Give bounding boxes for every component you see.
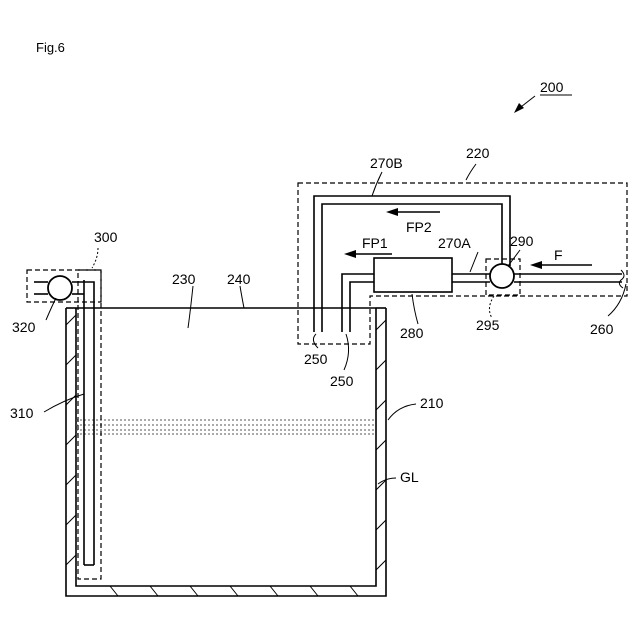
hatch-bottom-wall [110, 586, 358, 596]
leader-270b [372, 172, 382, 196]
label-320: 320 [12, 319, 36, 335]
arrow-fp1 [344, 250, 392, 258]
label-250-a: 250 [304, 351, 328, 367]
label-fp1: FP1 [362, 235, 388, 251]
label-200: 200 [540, 79, 564, 95]
label-295: 295 [476, 317, 500, 333]
label-220: 220 [466, 145, 490, 161]
label-270b: 270B [370, 155, 403, 171]
valve-320 [48, 276, 72, 300]
filter-280 [374, 258, 452, 292]
hatch-left-wall [66, 315, 76, 565]
leader-260 [608, 284, 626, 316]
pipe-260 [514, 270, 624, 288]
pipe-270a-inner-left [350, 282, 374, 332]
arrow-fp2 [386, 208, 440, 216]
tank-inner-wall [76, 308, 376, 586]
tank-210 [66, 308, 386, 596]
leader-250-a [313, 334, 318, 348]
label-gl: GL [400, 469, 419, 485]
label-260: 260 [590, 321, 614, 337]
leader-270a [470, 252, 478, 272]
label-210: 210 [420, 395, 444, 411]
label-310: 310 [10, 405, 34, 421]
hatch-right-wall [376, 320, 386, 570]
label-230: 230 [172, 271, 196, 287]
label-270a: 270A [438, 235, 471, 251]
box-220 [298, 183, 627, 344]
leader-230 [188, 286, 193, 328]
leader-gl [378, 478, 396, 484]
label-280: 280 [400, 325, 424, 341]
leader-250-b [344, 334, 349, 370]
figure-title: Fig.6 [36, 40, 65, 55]
pipe-260-break [619, 270, 624, 288]
leader-295 [489, 296, 494, 318]
label-300: 300 [94, 229, 118, 245]
leader-240 [240, 286, 244, 308]
label-fp2: FP2 [406, 219, 432, 235]
label-240: 240 [227, 271, 251, 287]
valve-290 [490, 264, 514, 288]
label-200-arrowhead [514, 103, 524, 113]
leader-300 [92, 248, 98, 268]
leader-320 [46, 298, 56, 320]
tank-outer-wall [66, 308, 386, 596]
leader-280 [412, 294, 418, 324]
leader-210 [388, 404, 416, 420]
label-250-b: 250 [330, 373, 354, 389]
label-290: 290 [510, 233, 534, 249]
leader-220 [466, 164, 476, 180]
label-f: F [554, 247, 563, 263]
liquid-level-gl [76, 420, 376, 434]
